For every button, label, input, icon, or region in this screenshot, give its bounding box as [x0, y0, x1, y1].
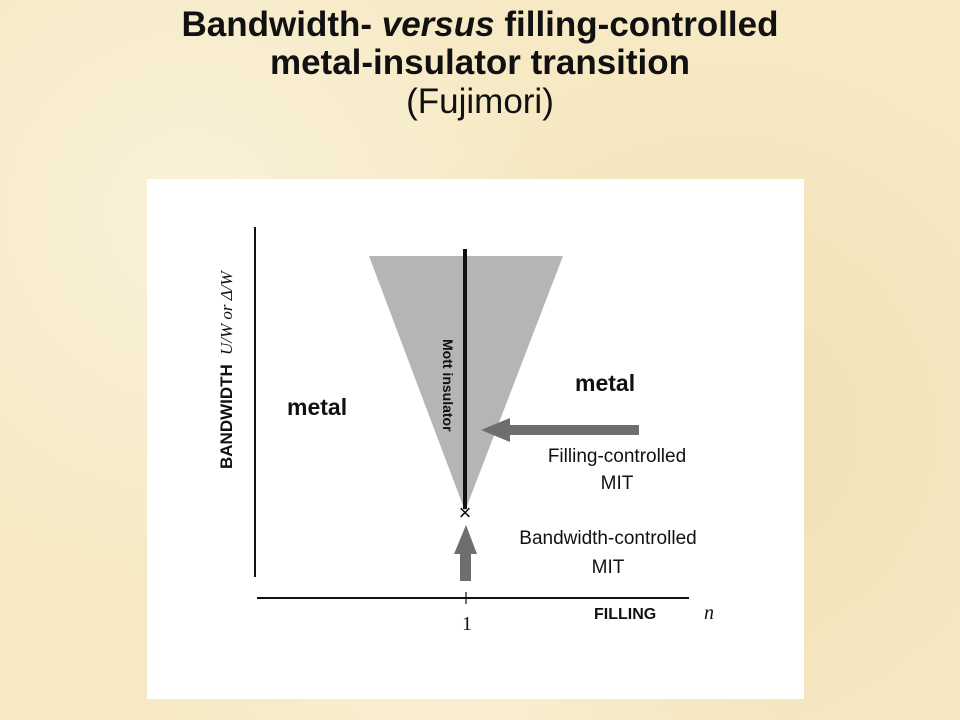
bandwidth-mit-arrow: [454, 525, 477, 581]
title-line-2: metal-insulator transition: [269, 43, 691, 82]
mit-diagram: × BANDWIDTH U/W or Δ/W metal metal Mott …: [217, 227, 714, 635]
mott-insulator-label-group: Mott insulator: [440, 339, 456, 432]
filling-mit-arrow: [481, 418, 639, 442]
title-part-2: filling-controlled: [494, 5, 779, 44]
bandwidth-mit-label-line1: Bandwidth-controlled: [519, 528, 696, 549]
slide-title: Bandwidth- versus filling-controlled met…: [0, 6, 960, 122]
critical-point-marker: ×: [459, 500, 472, 525]
filling-mit-label-line2: MIT: [601, 473, 634, 494]
filling-mit-label-line1: Filling-controlled: [548, 446, 686, 467]
y-axis-symbol: U/W or Δ/W: [217, 270, 236, 355]
title-italic-versus: versus: [381, 5, 495, 44]
mott-insulator-label: Mott insulator: [440, 339, 456, 432]
title-line-1: Bandwidth- versus filling-controlled: [0, 6, 960, 44]
x-tick-label: 1: [462, 613, 472, 635]
y-axis-label-group: BANDWIDTH U/W or Δ/W: [217, 270, 236, 469]
title-part-1: Bandwidth-: [181, 5, 382, 44]
metal-label-right: metal: [575, 370, 635, 396]
bandwidth-mit-label-line2: MIT: [592, 557, 625, 578]
metal-label-left: metal: [287, 394, 347, 420]
x-axis-label: FILLING: [594, 606, 656, 623]
title-subtitle: (Fujimori): [406, 82, 554, 121]
x-axis-symbol: n: [704, 602, 714, 624]
y-axis-label: BANDWIDTH: [217, 364, 236, 469]
figure-panel: × BANDWIDTH U/W or Δ/W metal metal Mott …: [147, 179, 804, 699]
